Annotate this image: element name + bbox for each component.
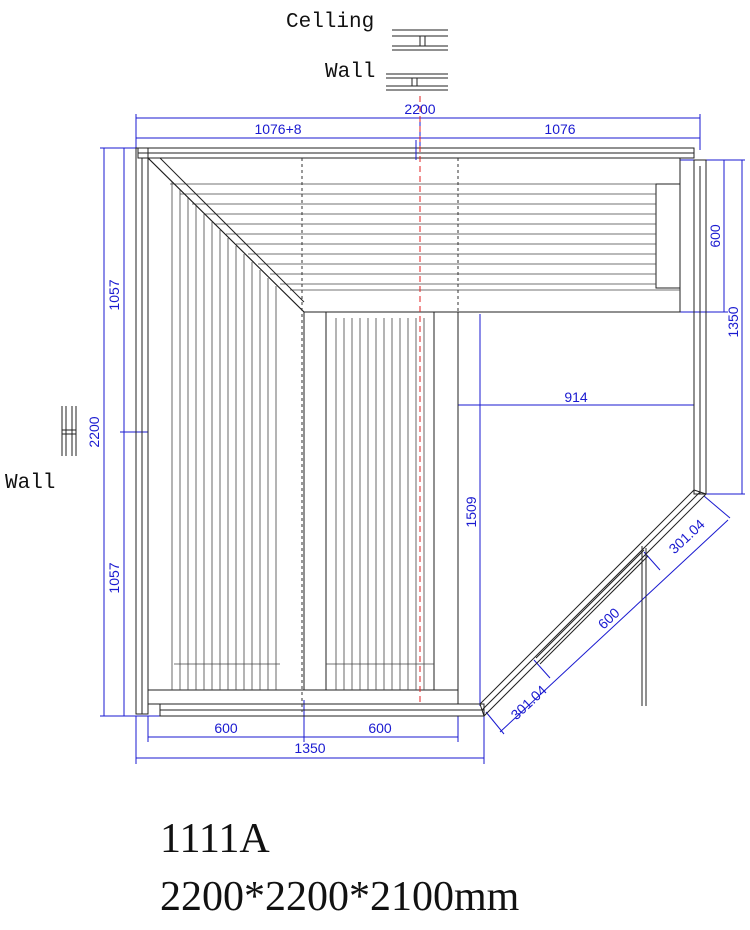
wall-left-label: Wall [5, 472, 55, 495]
dim-left-total: 2200 [86, 416, 102, 447]
dim-right-total: 1350 [725, 306, 741, 337]
upper-bench-slats [170, 183, 680, 291]
door [535, 546, 649, 706]
center-bench [303, 311, 459, 691]
bottom-dimension-lines [135, 700, 485, 764]
dim-left-lower: 1057 [106, 562, 122, 593]
wall-left-section-icon [61, 406, 77, 456]
dim-bottom-mid: 600 [368, 720, 392, 736]
top-dimension-lines [135, 114, 701, 150]
ceiling-section-icon [392, 29, 448, 51]
outer-walls [135, 147, 707, 717]
left-bench-slats [171, 182, 280, 690]
model-name: 1111A [160, 816, 270, 862]
dim-bottom-total: 1350 [294, 740, 325, 756]
dim-diag-middle: 600 [595, 604, 623, 632]
dim-inner-height: 1509 [463, 496, 479, 527]
inner-dimension-lines [458, 314, 694, 706]
ceiling-label: Celling [286, 11, 374, 34]
left-bench [147, 156, 459, 705]
right-dimension-lines [680, 159, 745, 495]
dim-left-upper: 1057 [106, 279, 122, 310]
model-size: 2200*2200*2100mm [160, 874, 520, 920]
dim-diag-lower: 301.04 [507, 682, 549, 723]
dim-top-left-half: 1076+8 [254, 121, 301, 137]
dim-right-upper: 600 [707, 224, 723, 248]
dim-inner-width: 914 [564, 389, 588, 405]
center-bench-slats [326, 318, 434, 690]
left-dimension-lines [100, 147, 160, 717]
dim-bottom-left: 600 [214, 720, 238, 736]
dim-top-right-half: 1076 [544, 121, 575, 137]
wall-top-label: Wall [325, 61, 375, 84]
guide-lines [301, 96, 459, 712]
dim-diag-upper: 301.04 [665, 516, 707, 557]
wall-top-section-icon [386, 73, 448, 91]
